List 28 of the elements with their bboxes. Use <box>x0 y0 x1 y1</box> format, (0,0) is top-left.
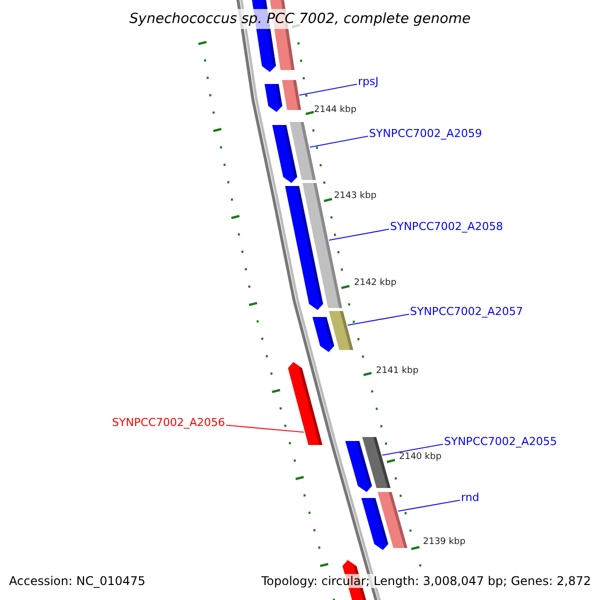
leader-line <box>298 84 358 96</box>
leader-line <box>382 444 444 456</box>
leader-line <box>347 314 410 326</box>
leader-line <box>309 136 368 148</box>
leader-line <box>328 228 390 241</box>
scale-tick-label: 2139 kbp <box>423 537 466 548</box>
gene-block <box>288 362 322 445</box>
gene-label: SYNPCC7002_A2059 <box>369 127 482 140</box>
scale-tick-label: 2141 kbp <box>376 366 418 377</box>
gene-label: rpsJ <box>358 75 378 88</box>
gene-block <box>362 437 390 488</box>
scale-tick-label: 2144 kbp <box>314 105 356 116</box>
leader-line <box>398 500 460 512</box>
accession-text: Accession: NC_010475 <box>9 574 146 588</box>
gene-block <box>282 80 302 110</box>
gene-block <box>290 122 316 180</box>
scale-tick-label: 2140 kbp <box>399 452 442 463</box>
scale-tick-label: 2142 kbp <box>354 278 396 289</box>
leader-line <box>226 424 304 433</box>
gene-label: rnd <box>461 491 480 504</box>
gene-block <box>328 311 354 350</box>
gene-label: SYNPCC7002_A2058 <box>390 220 503 234</box>
gene-block <box>378 492 408 548</box>
gene-label: SYNPCC7002_A2057 <box>410 305 523 318</box>
gene-label: SYNPCC7002_A2055 <box>444 435 557 448</box>
genome-info-text: Topology: circular; Length: 3,008,047 bp; Genes: 2,872 <box>261 574 591 588</box>
scale-tick-label: 2143 kbp <box>334 191 376 202</box>
gene-label: SYNPCC7002_A2056 <box>112 416 225 430</box>
